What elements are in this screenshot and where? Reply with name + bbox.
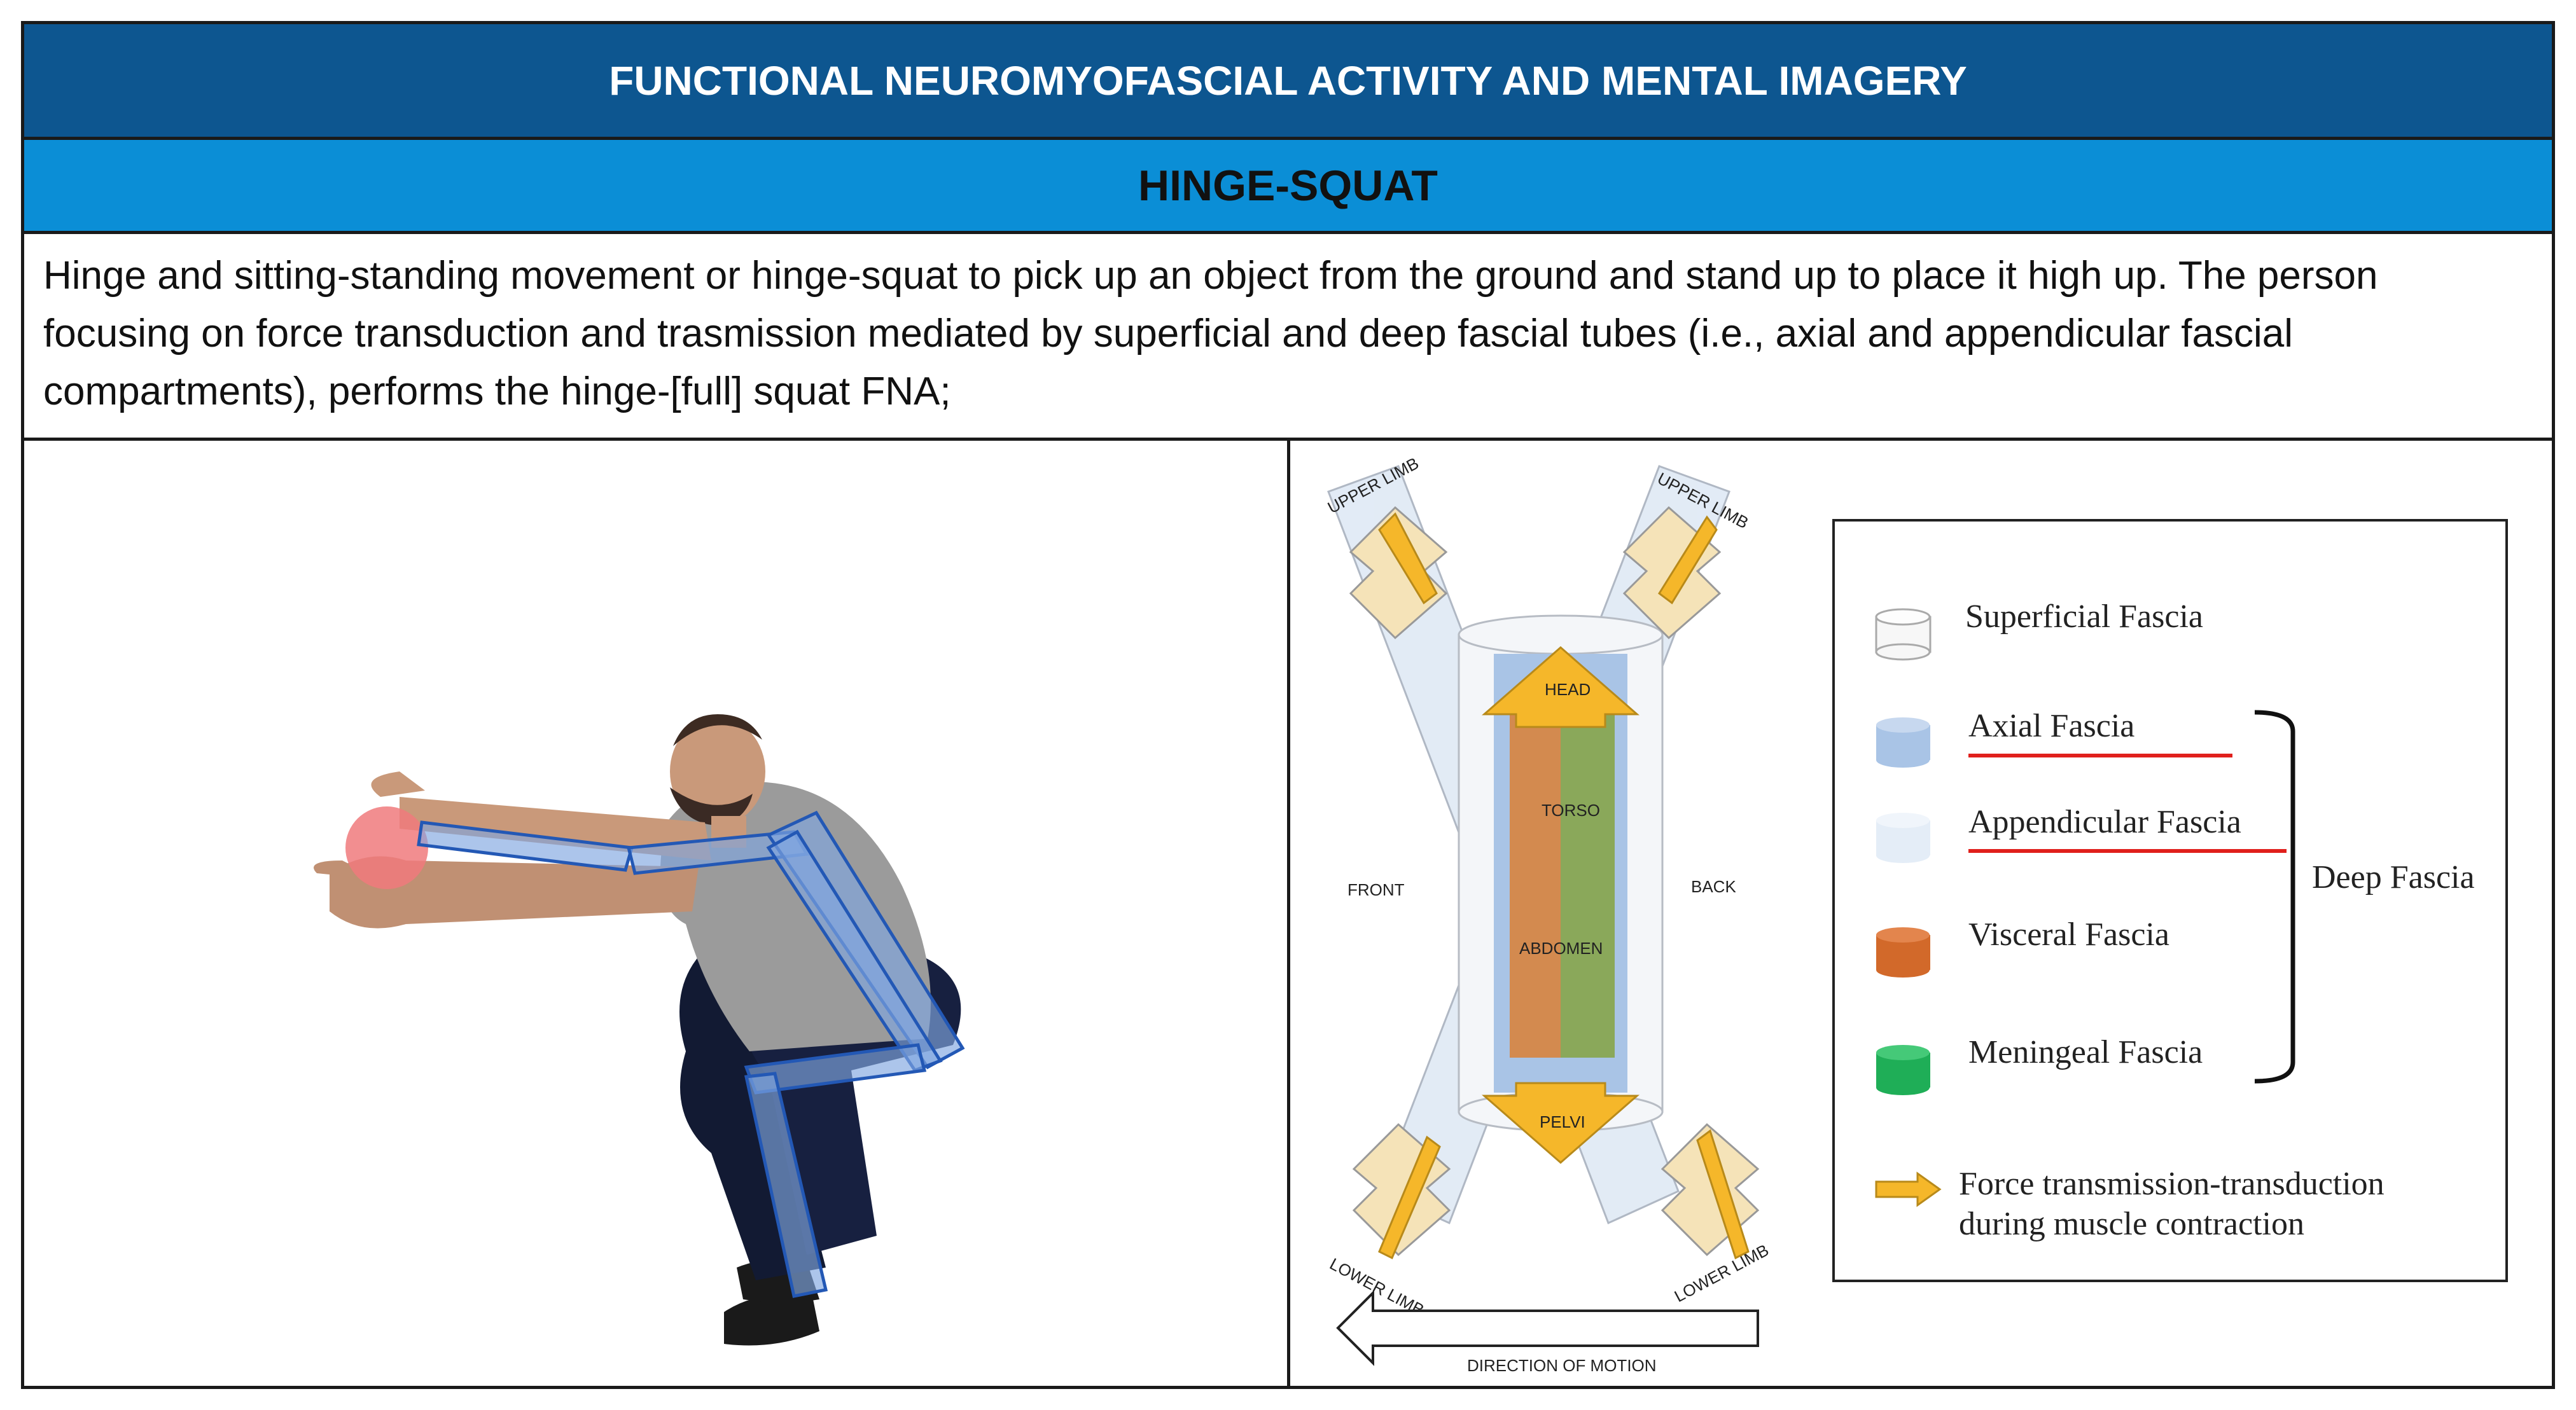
shoe-back-icon: [724, 1295, 819, 1346]
arm-lower: [330, 856, 699, 929]
abdomen-label: ABDOMEN: [1519, 939, 1603, 958]
meningeal-column: [1561, 695, 1615, 1058]
force-arrow-icon: [1875, 1172, 1942, 1207]
pelvi-label: PELVI: [1540, 1112, 1585, 1131]
visceral-swatch-icon: [1876, 927, 1930, 978]
front-label: FRONT: [1347, 880, 1405, 899]
segment-overlays: [417, 810, 965, 1298]
figure-subtitle: HINGE-SQUAT: [24, 140, 2552, 234]
ball-object: [345, 806, 428, 889]
segment-shin: [744, 1072, 828, 1298]
legend-deep: Deep Fascia: [2312, 859, 2475, 895]
head-arrow-icon: [1482, 646, 1640, 728]
squat-figure: [314, 714, 965, 1346]
legend-meningeal: Meningeal Fascia: [1968, 1034, 2203, 1070]
legend-force-line1: Force transmission-transduction: [1959, 1166, 2385, 1202]
description-text: Hinge and sitting-standing movement or h…: [24, 234, 2552, 441]
axial-underline: [1968, 754, 2232, 757]
legend-superficial: Superficial Fascia: [1965, 598, 2203, 635]
legend-appendicular: Appendicular Fascia: [1968, 804, 2241, 840]
head-label: HEAD: [1545, 680, 1591, 699]
squat-illustration-panel: [24, 441, 1290, 1386]
appendicular-swatch-icon: [1876, 813, 1930, 863]
torso-label: TORSO: [1542, 801, 1600, 820]
legend-force-line2: during muscle contraction: [1959, 1206, 2304, 1242]
axial-swatch-icon: [1876, 717, 1930, 768]
fascia-diagram: UPPER LIMB UPPER LIMB LOWER LIMB LOWER L…: [1325, 453, 1772, 1375]
appendicular-underline: [1968, 849, 2287, 853]
lower-left-limb-arrow-icon: [1352, 1123, 1451, 1260]
legend: Superficial Fascia Axial Fascia Appendic…: [1832, 519, 2508, 1282]
segment-back-inner: [766, 829, 943, 1073]
upper-left-limb-arrow-icon: [1349, 506, 1448, 640]
direction-arrow-icon: [1336, 1290, 1759, 1366]
fascia-diagram-panel: UPPER LIMB UPPER LIMB LOWER LIMB LOWER L…: [1290, 441, 2552, 1386]
lower-limb-right-label: LOWER LIMB: [1671, 1240, 1772, 1306]
upper-right-limb-arrow-icon: [1622, 506, 1722, 640]
deep-fascia-bracket-icon: [2254, 710, 2295, 1084]
head: [670, 717, 765, 826]
meningeal-swatch-icon: [1876, 1045, 1930, 1095]
arm-upper: [400, 797, 711, 861]
legend-axial: Axial Fascia: [1968, 708, 2135, 744]
figure-title: FUNCTIONAL NEUROMYOFASCIAL ACTIVITY AND …: [24, 24, 2552, 140]
superficial-swatch-icon: [1875, 608, 1932, 661]
segment-forearm: [417, 820, 634, 872]
visceral-column: [1510, 695, 1561, 1058]
lower-right-limb-arrow-icon: [1660, 1123, 1760, 1260]
direction-label: DIRECTION OF MOTION: [1467, 1356, 1657, 1375]
back-label: BACK: [1691, 877, 1736, 896]
legend-visceral: Visceral Fascia: [1968, 916, 2169, 953]
pelvi-arrow-icon: [1482, 1082, 1640, 1164]
figure-frame: FUNCTIONAL NEUROMYOFASCIAL ACTIVITY AND …: [21, 21, 2555, 1389]
